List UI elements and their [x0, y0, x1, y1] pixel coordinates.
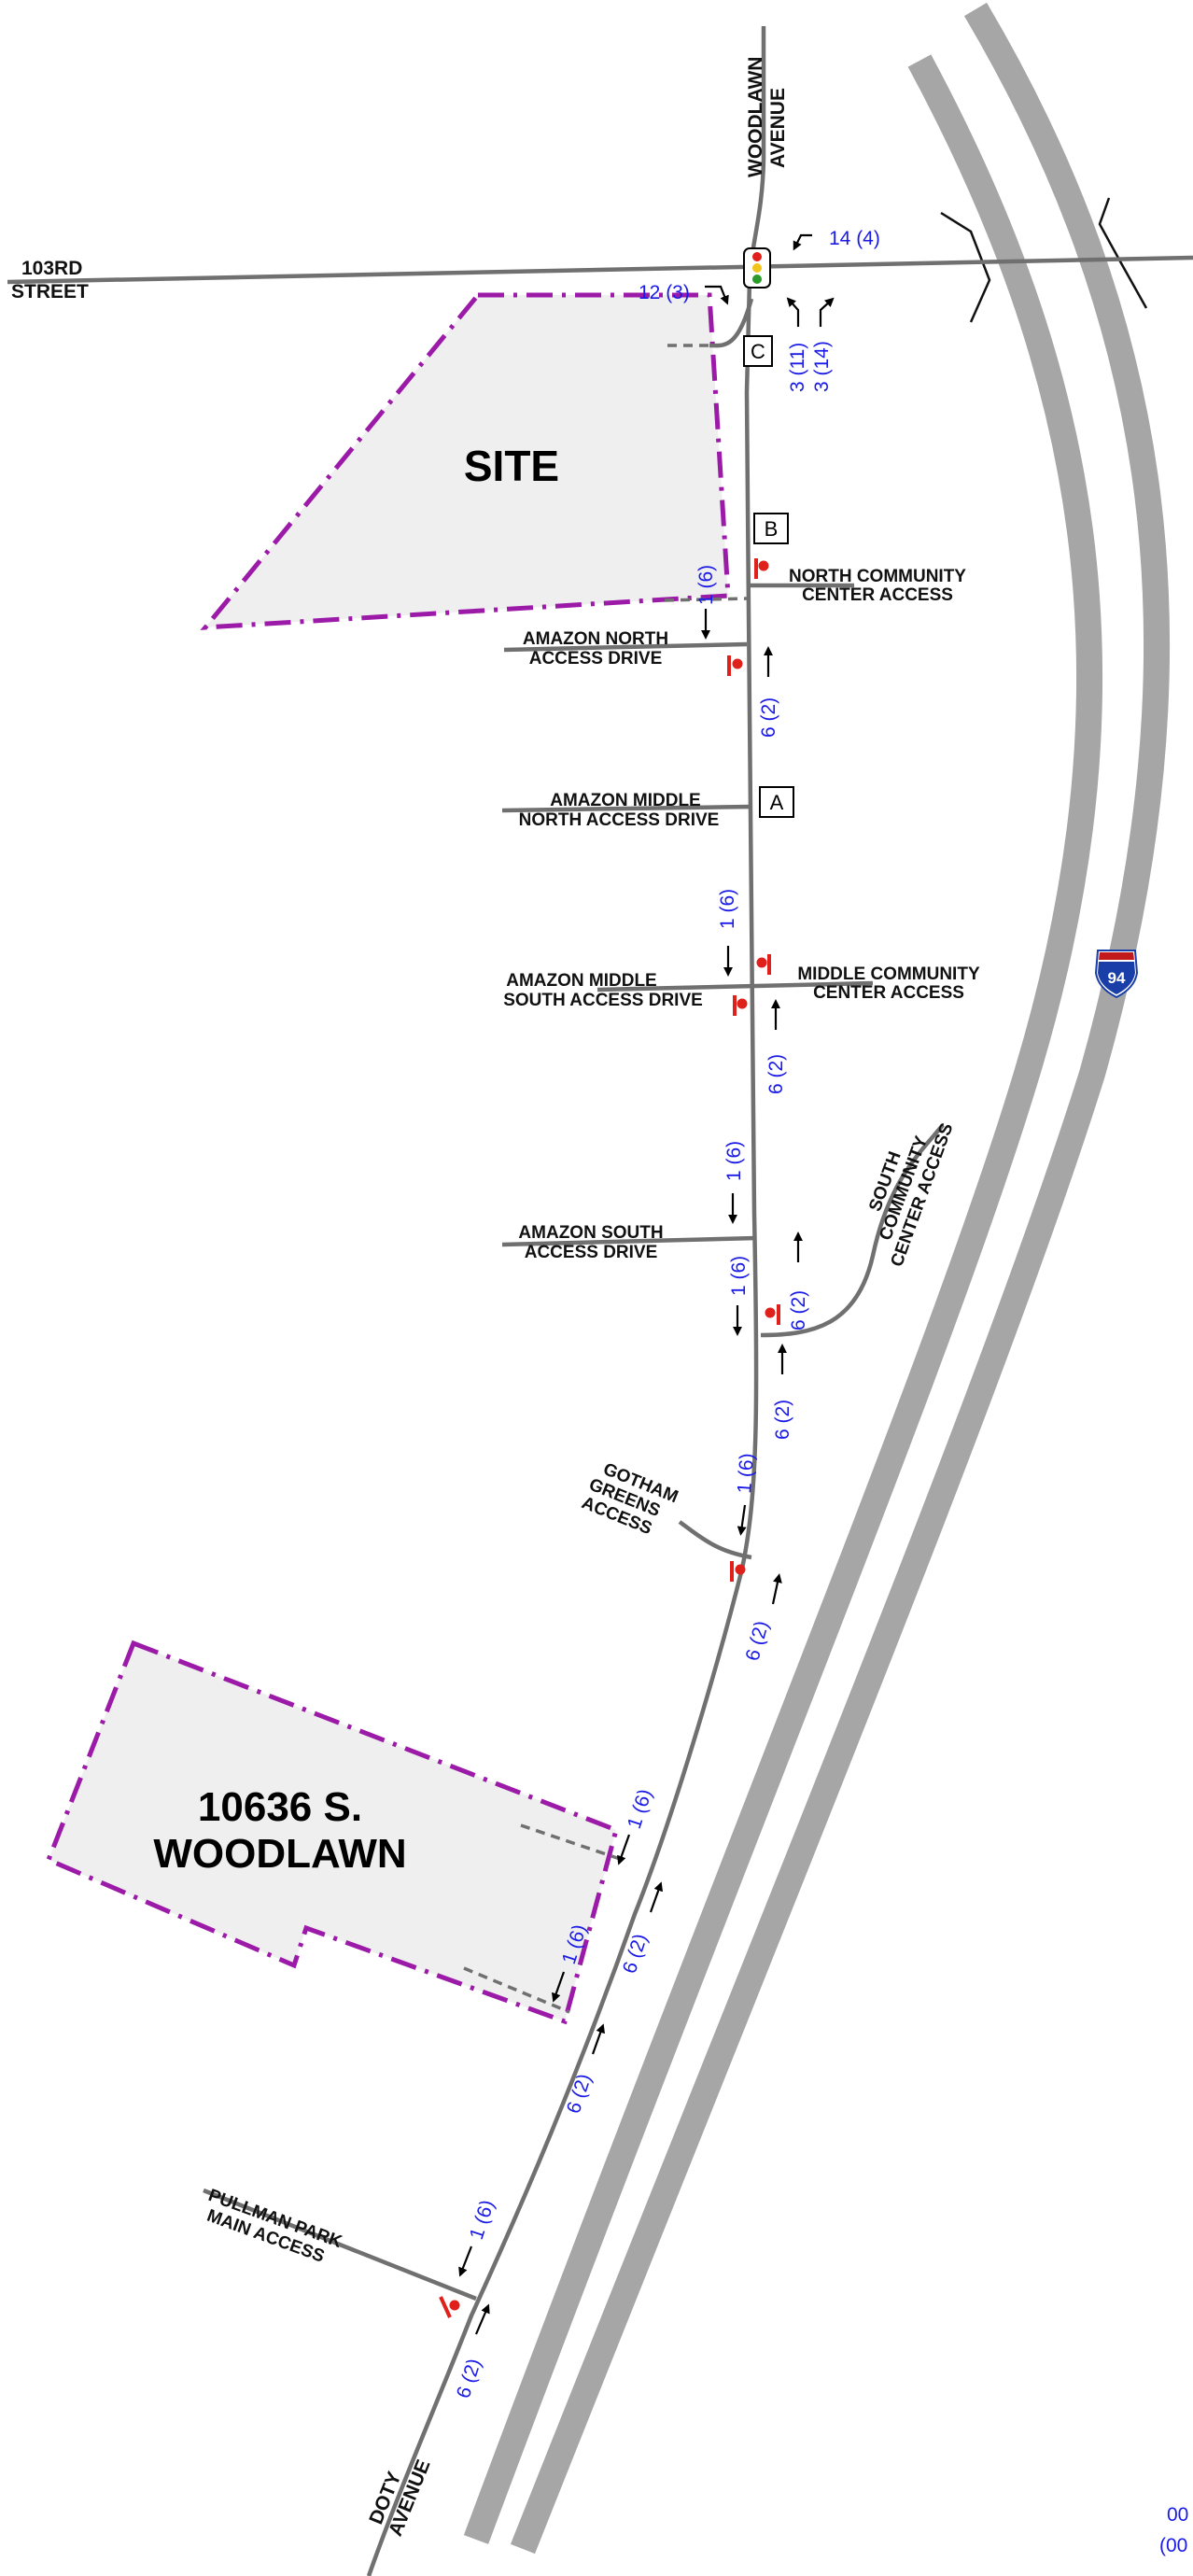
woodlawn-label-line1: WOODLAWN [745, 57, 766, 177]
amazon-middle-south-label-line1: AMAZON MIDDLE [506, 971, 656, 991]
volume-pullman-sb: 1 (6) [466, 2197, 498, 2242]
volume-10636-nb1: 6 (2) [619, 1931, 652, 1976]
gotham-nb-arrow [771, 1573, 782, 1605]
woodlawn-avenue-label: WOODLAWN AVENUE [745, 57, 789, 177]
woodlawn-label-line2: AVENUE [767, 88, 789, 168]
nb-left-arrow [786, 297, 800, 327]
volume-south-sb2: 1 (6) [728, 1256, 750, 1296]
north-community-label-line1: NORTH COMMUNITY [789, 567, 966, 586]
legend-partial-line2: (00 [1159, 2535, 1187, 2556]
interstate-94-west-lanes [463, 54, 1103, 2544]
amazon-south-label-line1: AMAZON SOUTH [518, 1223, 663, 1243]
stop-sign-icon [754, 558, 769, 579]
overpass-brackets [940, 197, 1148, 323]
middle-community-label-line1: MIDDLE COMMUNITY [797, 964, 980, 984]
marker-b-label: B [765, 517, 779, 541]
woodlawn-10636-site-area [45, 1640, 619, 2025]
south-community-center-access-road [760, 1123, 945, 1338]
woodlawn-site-label-line2: WOODLAWN [153, 1831, 406, 1877]
marker-a: A [759, 786, 794, 818]
legend-partial-line1: 00 [1167, 2504, 1188, 2526]
marker-a-label: A [770, 791, 784, 814]
volume-south-sb1: 1 (6) [723, 1141, 745, 1181]
nb-right-arrow [819, 297, 835, 327]
amazon-middle-north-label-line1: AMAZON MIDDLE [550, 791, 700, 810]
stop-sign-icon [730, 1561, 746, 1582]
interstate-94-shield-icon: 94 [1094, 950, 1139, 999]
marker-b: B [753, 513, 789, 544]
amazon-south-label-line2: ACCESS DRIVE [525, 1243, 658, 1262]
pullman-park-main-access-road [203, 2188, 477, 2302]
stop-sign-icon [727, 655, 743, 676]
amazon-south-access-drive-road [501, 1235, 757, 1247]
volume-103-wb: 14 (4) [829, 228, 880, 249]
w10636-nb1-arrow [649, 1881, 663, 1913]
site-driveway-stubs [463, 344, 748, 2014]
amazon-north-label-line1: AMAZON NORTH [523, 629, 668, 649]
w10636-sb2-arrow [552, 1971, 566, 2003]
volume-south-nb2: 6 (2) [772, 1400, 793, 1440]
stop-sign-icon [439, 2296, 460, 2318]
marker-c: C [743, 335, 773, 367]
volume-mid-nb: 6 (2) [765, 1054, 787, 1094]
traffic-signal-icon [743, 247, 771, 289]
north-community-label-line2: CENTER ACCESS [802, 585, 953, 605]
woodlawn-sb-left-channel [709, 298, 754, 348]
volume-gotham-nb: 6 (2) [742, 1619, 773, 1664]
street-103-label-line2: STREET [11, 281, 89, 303]
sb-left-arrow [705, 285, 729, 305]
amazon-middle-south-label-line2: SOUTH ACCESS DRIVE [503, 991, 703, 1010]
volume-north-nb: 6 (2) [758, 697, 779, 738]
movement-arrows [458, 233, 835, 2335]
volume-103-nb-left: 3 (11) [787, 343, 808, 392]
volume-north-sb: 1 (6) [695, 565, 717, 605]
interstate-94 [463, 2, 1171, 2555]
w10636-nb2-arrow [591, 2023, 605, 2055]
site-label: SITE [464, 442, 559, 490]
stop-sign-icon [756, 954, 771, 975]
gotham-greens-label: GOTHAM GREENS ACCESS [579, 1459, 681, 1539]
volume-pullman-nb: 6 (2) [453, 2356, 485, 2400]
interstate-shield-number: 94 [1108, 969, 1126, 987]
volume-10636-nb2: 6 (2) [563, 2071, 596, 2116]
volume-gotham-sb: 1 (6) [734, 1453, 758, 1495]
road-network [7, 26, 1193, 2576]
stop-sign-icon [733, 995, 748, 1016]
volume-103-sb-left: 12 (3) [639, 282, 690, 303]
volume-south-nb1: 6 (2) [788, 1290, 809, 1330]
middle-community-label-line2: CENTER ACCESS [813, 983, 964, 1003]
street-103-road [7, 255, 1193, 285]
volume-10636-sb1: 1 (6) [624, 1786, 656, 1831]
pullman-nb-arrow [474, 2303, 490, 2335]
pullman-sb-arrow [458, 2245, 473, 2277]
volume-mid-sb: 1 (6) [717, 889, 738, 929]
marker-c-label: C [751, 340, 765, 363]
street-103-label-line1: 103RD [21, 258, 82, 279]
stop-signs [439, 558, 780, 2318]
south-community-label: SOUTH COMMUNITY CENTER ACCESS [865, 1120, 957, 1269]
amazon-middle-north-label-line2: NORTH ACCESS DRIVE [519, 810, 720, 830]
amazon-north-access-drive-road [503, 641, 748, 653]
doty-avenue-label: DOTY AVENUE [365, 2456, 434, 2539]
site-area [200, 292, 731, 630]
pullman-park-label: PULLMAN PARK MAIN ACCESS [204, 2186, 344, 2267]
stop-sign-icon [765, 1304, 780, 1325]
w10636-sb1-arrow [617, 1834, 631, 1865]
amazon-north-label-line2: ACCESS DRIVE [529, 649, 663, 669]
gotham-sb-arrow [737, 1504, 747, 1536]
gotham-greens-access-road [678, 1520, 752, 1560]
interstate-94-east-lanes [510, 2, 1171, 2555]
volume-103-nb-right: 3 (14) [811, 341, 833, 392]
wb-left-arrow [793, 233, 812, 251]
woodlawn-site-label-line1: 10636 S. [198, 1784, 362, 1830]
amazon-middle-south-access-drive-road [596, 980, 874, 992]
amazon-middle-north-access-drive-road [501, 804, 751, 813]
